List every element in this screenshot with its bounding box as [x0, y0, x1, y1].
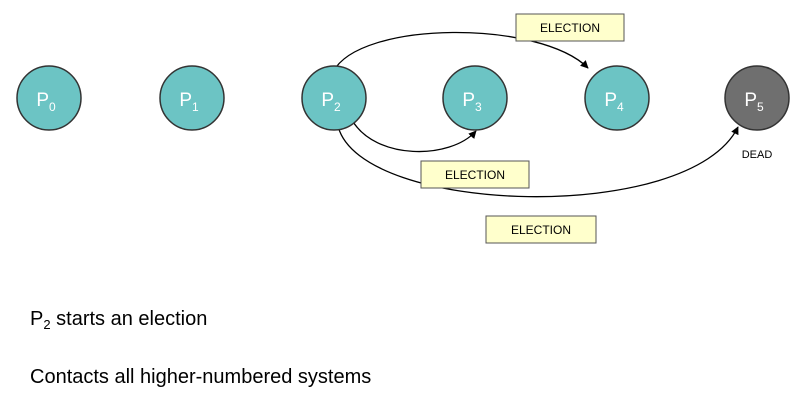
svg-text:P3: P3 [462, 90, 482, 114]
process-node-p5: P5 [724, 65, 790, 131]
arrow-p2-to-p5 [337, 125, 739, 198]
svg-text:P4: P4 [604, 90, 624, 114]
process-node-p1: P1 [159, 65, 225, 131]
caption-starts-election: P2 starts an election [30, 308, 207, 332]
svg-text:P5: P5 [744, 90, 764, 114]
dead-status-label: DEAD [742, 149, 773, 161]
process-node-p0: P0 [16, 65, 82, 131]
process-node-p2: P2 [301, 65, 367, 131]
caption-rest: starts an election [50, 308, 208, 330]
svg-text:P1: P1 [179, 90, 199, 114]
caption-contacts-higher: Contacts all higher-numbered systems [30, 366, 372, 388]
arrow-p2-to-p4 [332, 31, 589, 73]
process-node-p4: P4 [584, 65, 650, 131]
message-label: ELECTION [485, 215, 597, 244]
svg-text:ELECTION: ELECTION [511, 223, 571, 237]
svg-text:ELECTION: ELECTION [540, 21, 600, 35]
svg-text:P0: P0 [36, 90, 56, 114]
message-label: ELECTION [420, 160, 530, 189]
svg-text:P2: P2 [321, 90, 341, 114]
svg-text:ELECTION: ELECTION [445, 168, 505, 182]
process-node-p3: P3 [442, 65, 508, 131]
caption-process-letter: P [30, 308, 44, 330]
message-label: ELECTION [515, 13, 625, 42]
caption-process-sub: 2 [43, 317, 51, 332]
arrow-p2-to-p3 [351, 119, 477, 153]
